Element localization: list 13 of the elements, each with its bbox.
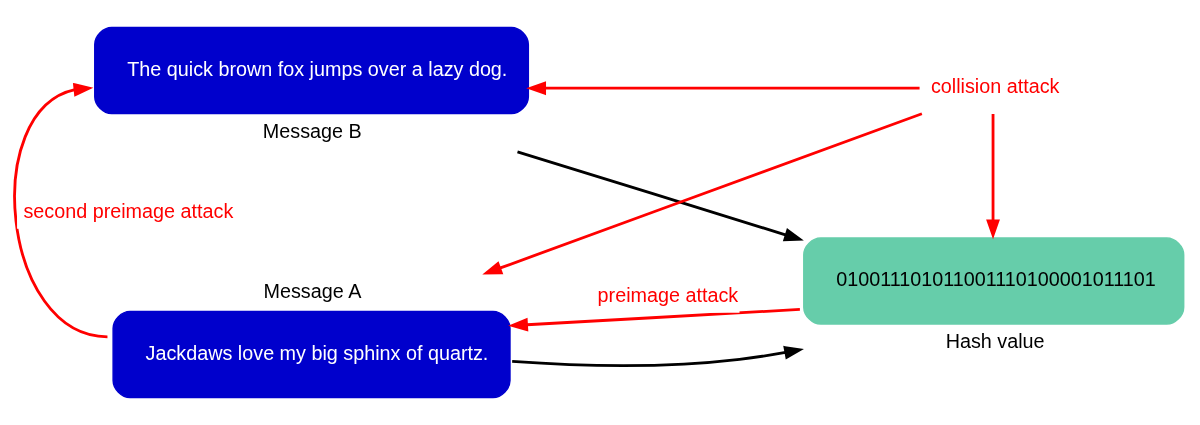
arrow <box>13 82 108 339</box>
arrow <box>517 150 804 242</box>
node-label: Message B <box>262 119 362 142</box>
edge-label: preimage attack <box>597 284 739 307</box>
edge-label: second preimage attack <box>23 200 234 223</box>
node-label: Message A <box>263 279 362 302</box>
arrow <box>482 112 923 275</box>
arrow <box>508 308 800 332</box>
arrow <box>986 114 1000 240</box>
node-text: collision attack <box>930 75 1060 98</box>
arrow <box>512 345 804 368</box>
arrow <box>526 81 920 96</box>
node-label: Hash value <box>945 330 1045 353</box>
